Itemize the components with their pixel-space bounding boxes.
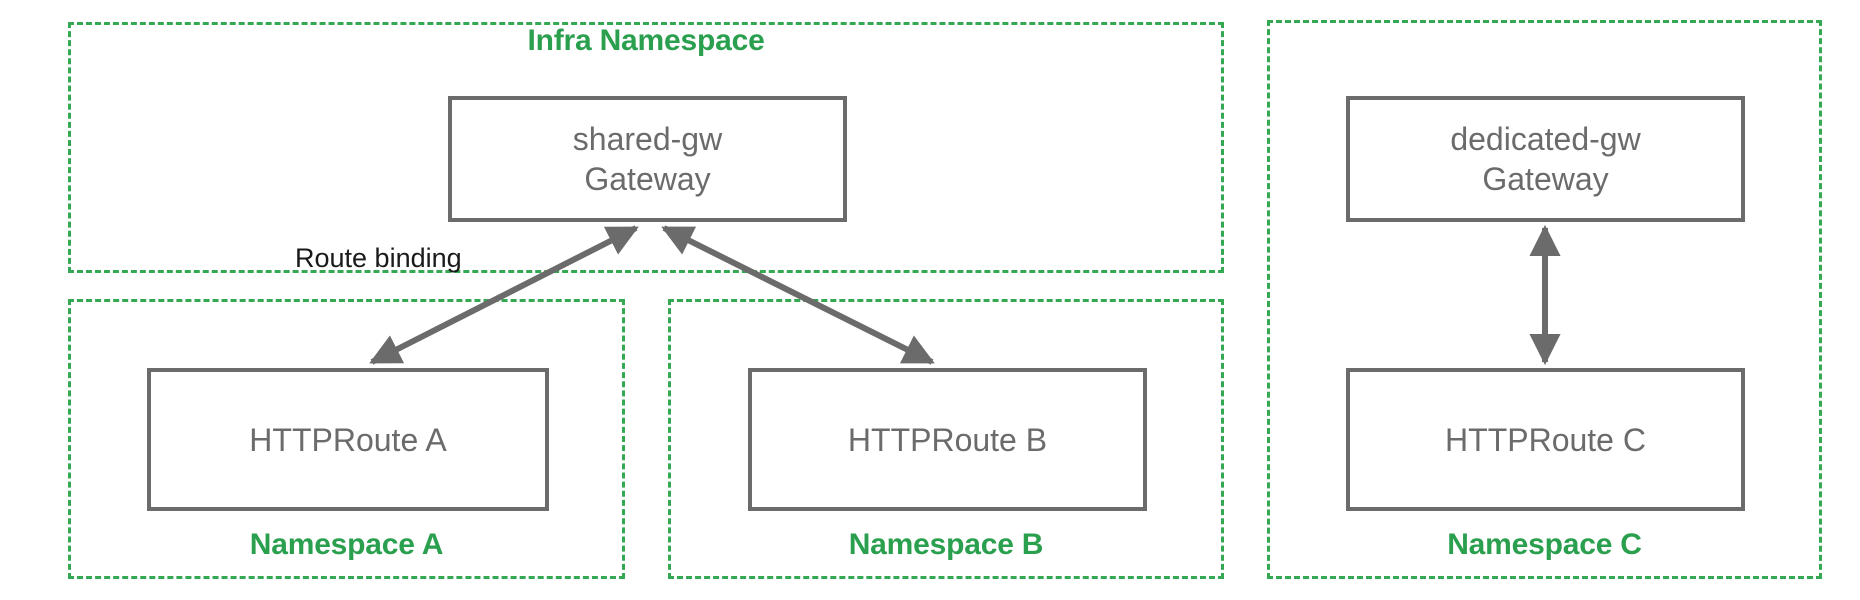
node-shared-gw-gateway-label: shared-gw Gateway xyxy=(572,121,723,197)
node-httproute-b-label: HTTPRoute B xyxy=(847,421,1048,458)
namespace-label-b: Namespace B xyxy=(848,528,1044,561)
namespace-label-c: Namespace C xyxy=(1447,528,1642,561)
namespace-container-b xyxy=(668,299,1224,579)
namespace-label-a: Namespace A xyxy=(249,528,444,561)
node-dedicated-gw-gateway[interactable]: dedicated-gw Gateway xyxy=(1346,96,1745,222)
node-dedicated-gw-gateway-label: dedicated-gw Gateway xyxy=(1450,121,1641,197)
node-httproute-a-label: HTTPRoute A xyxy=(249,421,447,458)
node-shared-gw-gateway[interactable]: shared-gw Gateway xyxy=(448,96,847,222)
namespace-container-c xyxy=(1267,20,1822,579)
namespace-label-infra: Infra Namespace xyxy=(527,24,765,57)
node-httproute-c[interactable]: HTTPRoute C xyxy=(1346,368,1745,511)
namespace-container-a xyxy=(68,299,625,579)
node-httproute-a[interactable]: HTTPRoute A xyxy=(147,368,549,511)
node-httproute-b[interactable]: HTTPRoute B xyxy=(748,368,1147,511)
node-httproute-c-label: HTTPRoute C xyxy=(1445,421,1646,458)
namespace-container-infra xyxy=(68,22,1224,273)
edge-label-route-binding: Route binding xyxy=(295,243,462,273)
